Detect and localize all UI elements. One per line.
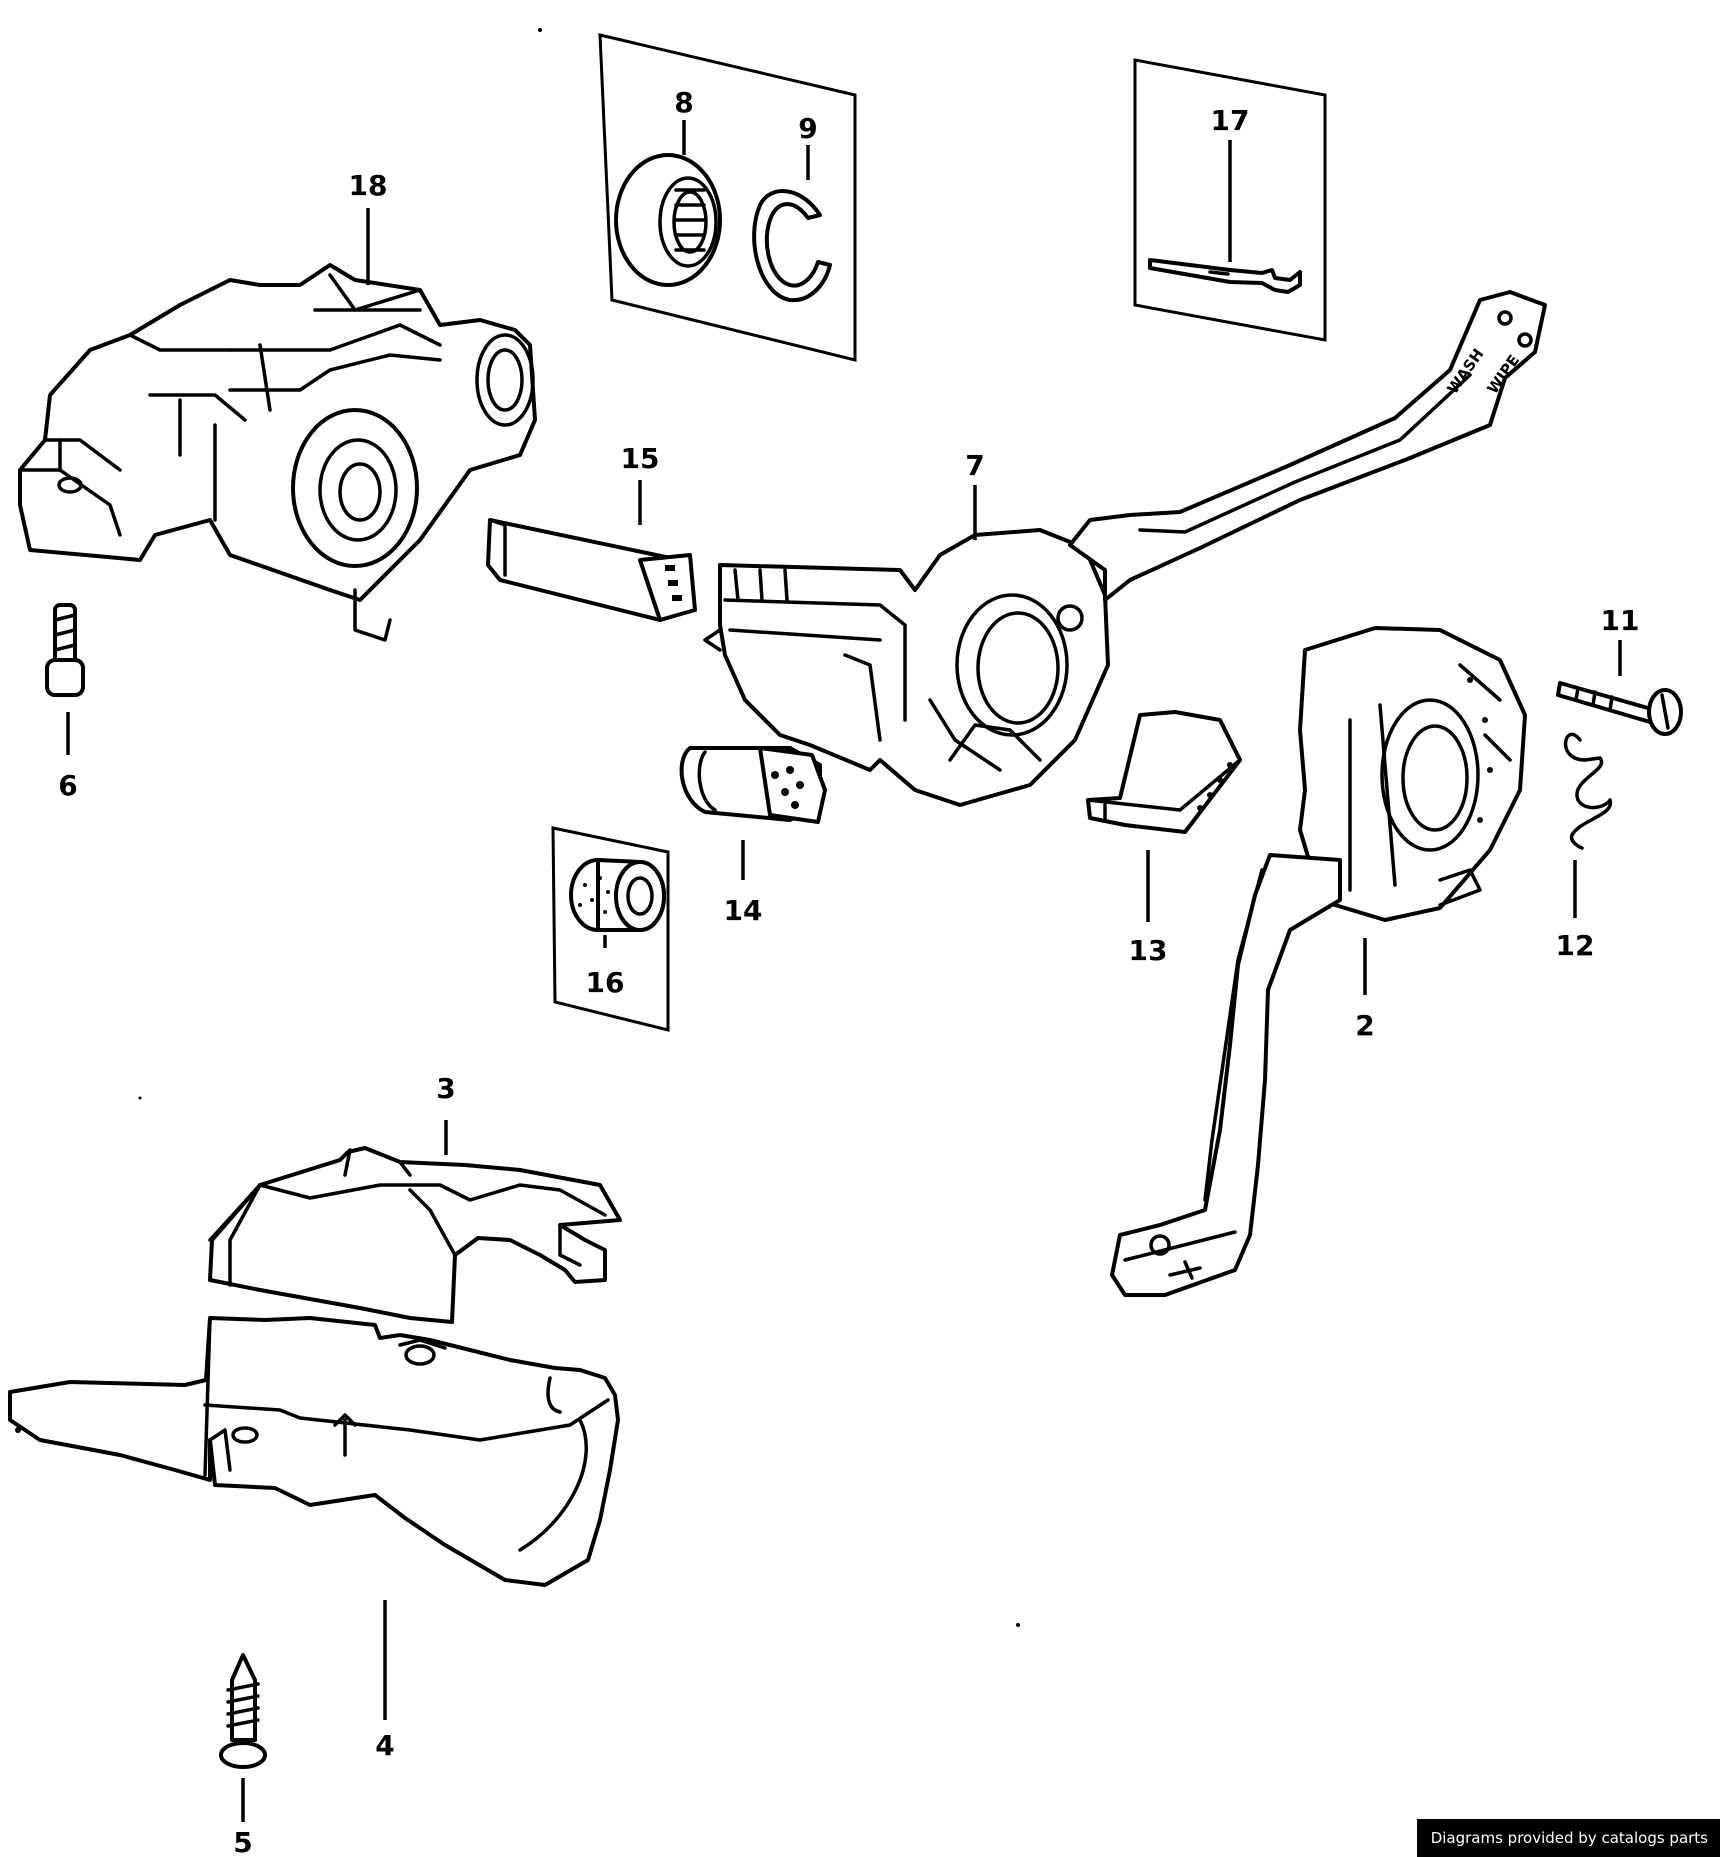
leader-lines xyxy=(66,120,1622,1822)
part-6-bolt xyxy=(45,603,85,697)
part-3-upper-trim xyxy=(208,1146,622,1324)
callout-8: 8 xyxy=(674,86,693,119)
callout-6: 6 xyxy=(58,769,77,802)
part-18-lock-housing xyxy=(18,263,537,642)
callout-labels: 18 6 8 9 17 15 7 11 12 13 2 14 16 3 4 5 xyxy=(58,86,1639,1857)
callout-18: 18 xyxy=(349,169,388,202)
part-17-box xyxy=(1133,58,1327,342)
callout-9: 9 xyxy=(798,112,817,145)
part-7-switch-housing xyxy=(703,528,1110,807)
callout-5: 5 xyxy=(233,1826,252,1857)
callout-17: 17 xyxy=(1211,104,1250,137)
callout-15: 15 xyxy=(621,442,660,475)
part-11-screw xyxy=(1556,681,1683,736)
part-5-screw xyxy=(219,1653,267,1769)
part-12-spring xyxy=(1563,732,1613,850)
callout-16: 16 xyxy=(586,966,625,999)
part-14-connector xyxy=(679,746,827,824)
part-2-turn-signal-switch xyxy=(1110,626,1527,1297)
callout-3: 3 xyxy=(436,1072,455,1105)
part-16-box xyxy=(551,826,670,1032)
callout-2: 2 xyxy=(1355,1009,1374,1042)
wiper-lever: WASH WIPE xyxy=(1068,290,1547,602)
callout-11: 11 xyxy=(1601,604,1640,637)
part-15-cover xyxy=(486,518,697,622)
callout-4: 4 xyxy=(375,1729,394,1762)
callout-12: 12 xyxy=(1556,929,1595,962)
callout-13: 13 xyxy=(1129,934,1168,967)
diagram-credit-footer: Diagrams provided by catalogs parts xyxy=(1416,1819,1720,1857)
part-8-9-box xyxy=(598,33,857,362)
callout-14: 14 xyxy=(724,894,763,927)
part-4-lower-trim xyxy=(8,1316,620,1587)
part-13-cover xyxy=(1086,710,1242,834)
callout-7: 7 xyxy=(965,449,984,482)
